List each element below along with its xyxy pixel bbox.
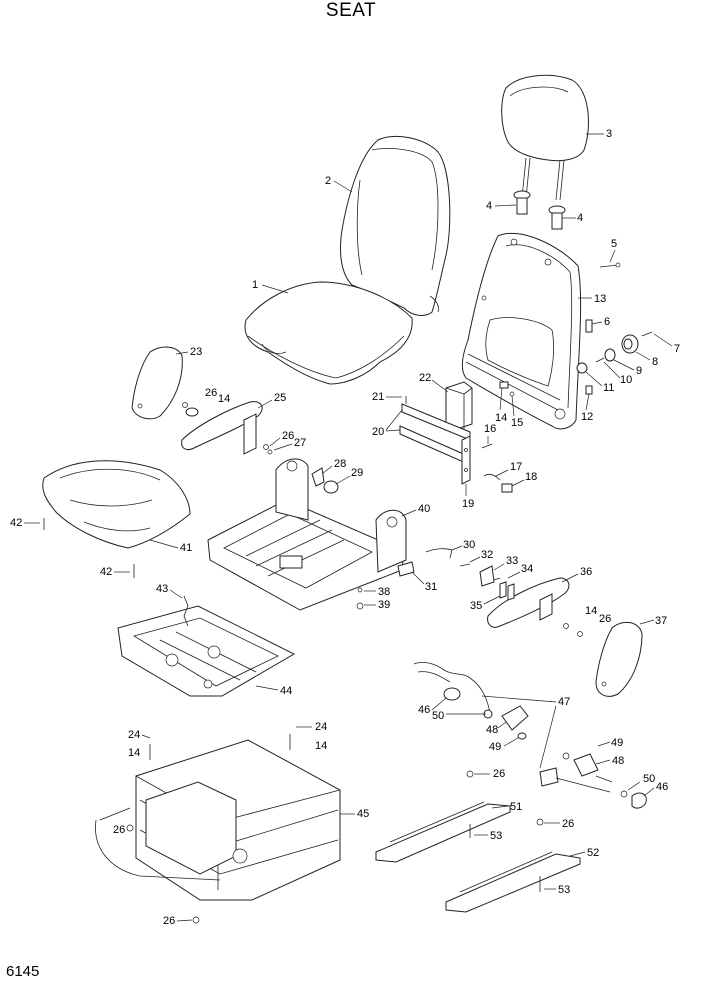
callout-50b: 50	[643, 773, 655, 785]
callout-19: 19	[462, 498, 474, 510]
callout-44: 44	[280, 685, 292, 697]
callout-46b: 46	[656, 781, 668, 793]
part-41-seat-pan	[42, 460, 191, 578]
callout-48b: 48	[612, 755, 624, 767]
callout-14e: 14	[315, 740, 327, 752]
callout-14d: 14	[128, 747, 140, 759]
callout-46a: 46	[418, 704, 430, 716]
callout-4a: 4	[486, 200, 492, 212]
callout-52: 52	[587, 847, 599, 859]
part-2-backrest-cushion	[339, 135, 451, 316]
callout-24a: 24	[128, 729, 140, 741]
callout-16: 16	[484, 423, 496, 435]
callout-13: 13	[594, 293, 606, 305]
callout-15: 15	[511, 417, 523, 429]
callout-28: 28	[334, 458, 346, 470]
part-1-seat-cushion	[244, 281, 413, 385]
callout-9: 9	[636, 365, 642, 377]
page-code: 6145	[6, 963, 40, 980]
callout-26b: 26	[282, 430, 294, 442]
callout-53b: 53	[558, 884, 570, 896]
callout-8: 8	[652, 356, 658, 368]
part-25-armrest-left	[181, 401, 273, 455]
part-13-backrest-frame	[461, 232, 582, 430]
callout-26a: 26	[205, 387, 217, 399]
callout-39: 39	[378, 599, 390, 611]
callout-50a: 50	[432, 710, 444, 722]
part-52-rail-lower	[445, 818, 581, 913]
callout-43: 43	[156, 583, 168, 595]
callout-26f: 26	[493, 768, 505, 780]
callout-33: 33	[506, 555, 518, 567]
callout-26d: 26	[113, 824, 125, 836]
callout-2: 2	[325, 175, 331, 187]
callout-53a: 53	[490, 830, 502, 842]
callout-45: 45	[357, 808, 369, 820]
callout-34: 34	[521, 563, 533, 575]
callout-49b: 49	[611, 737, 623, 749]
callout-37: 37	[655, 615, 667, 627]
callout-18: 18	[525, 471, 537, 483]
callout-12: 12	[581, 411, 593, 423]
callout-41: 41	[180, 542, 192, 554]
callout-32: 32	[481, 549, 493, 561]
callout-4b: 4	[577, 212, 583, 224]
part-47-seatbelt	[413, 662, 647, 809]
callout-48a: 48	[486, 724, 498, 736]
callout-labels: 1 2 3 4 4 5 6 7 8 9 10 11 12 13 14 14 14…	[10, 128, 680, 927]
callout-40: 40	[418, 503, 430, 515]
part-51-rail-upper	[375, 770, 511, 863]
callout-31: 31	[425, 581, 437, 593]
callout-35: 35	[470, 600, 482, 612]
part-36-armrest-right	[459, 563, 583, 637]
callout-26e: 26	[163, 915, 175, 927]
callout-5: 5	[611, 238, 617, 250]
part-4-headrest-guides	[513, 190, 566, 230]
callout-21: 21	[372, 391, 384, 403]
callout-47: 47	[558, 696, 570, 708]
callout-42a: 42	[10, 517, 22, 529]
callout-22: 22	[419, 372, 431, 384]
part-22-lumbar-block	[445, 381, 473, 431]
callout-23: 23	[190, 346, 202, 358]
callout-30: 30	[463, 539, 475, 551]
page-title: SEAT	[325, 0, 377, 21]
callout-25: 25	[274, 392, 286, 404]
callout-14a: 14	[218, 393, 230, 405]
part-37-side-cover-right	[595, 621, 643, 697]
callout-38: 38	[378, 586, 390, 598]
callout-26g: 26	[562, 818, 574, 830]
callout-49a: 49	[489, 741, 501, 753]
part-23-side-cover	[131, 346, 183, 420]
callout-29: 29	[351, 467, 363, 479]
callout-20: 20	[372, 426, 384, 438]
callout-3: 3	[606, 128, 612, 140]
callout-36: 36	[580, 566, 592, 578]
callout-1: 1	[252, 279, 258, 291]
callout-7: 7	[674, 343, 680, 355]
callout-24b: 24	[315, 721, 327, 733]
callout-42b: 42	[100, 566, 112, 578]
callout-14b: 14	[495, 412, 507, 424]
small-hardware-backrest	[481, 262, 653, 493]
part-44-slide-base	[117, 595, 296, 697]
callout-51: 51	[510, 801, 522, 813]
callout-10: 10	[620, 374, 632, 386]
part-3-headrest	[501, 74, 589, 201]
callout-11: 11	[603, 382, 614, 394]
callout-17: 17	[510, 461, 522, 473]
callout-27: 27	[294, 437, 306, 449]
part-45-suspension	[95, 734, 341, 924]
callout-6: 6	[604, 316, 610, 328]
callout-14c: 14	[585, 605, 597, 617]
callout-26c: 26	[599, 613, 611, 625]
part-19-lumbar-bracket	[461, 435, 471, 485]
part-40-seat-frame	[207, 458, 453, 611]
